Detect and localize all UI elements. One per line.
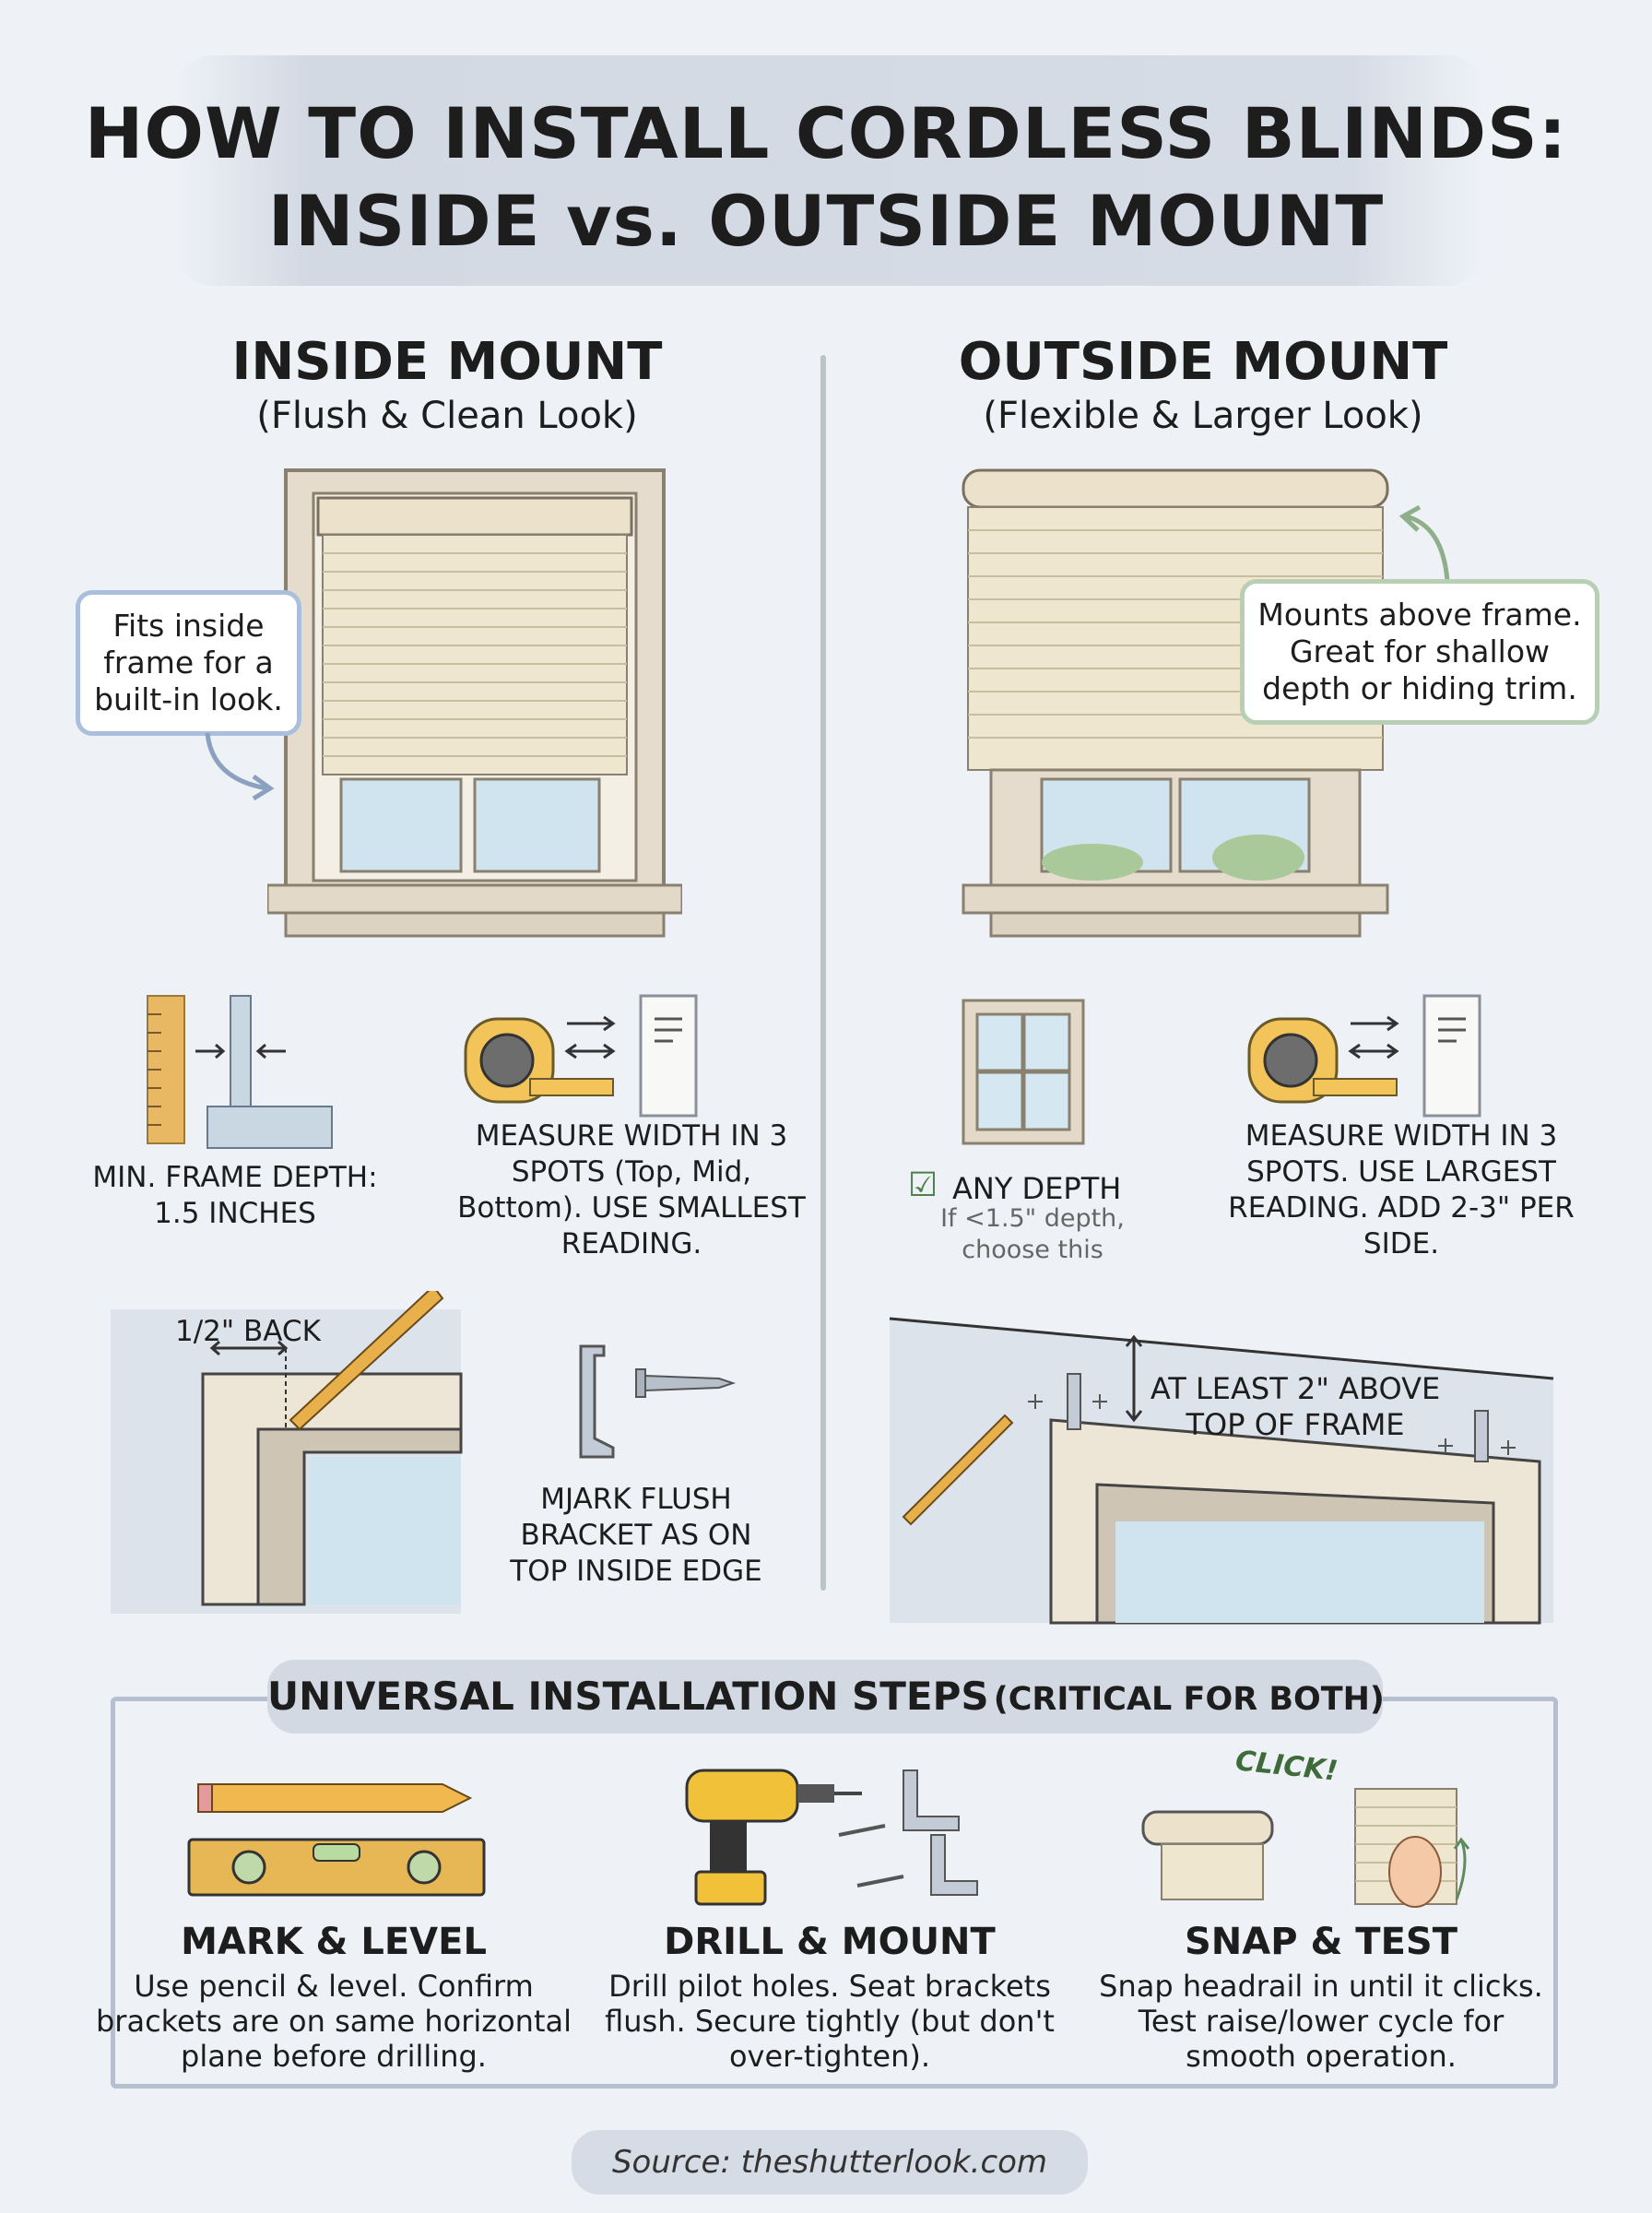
page-title-line1: HOW TO INSTALL CORDLESS BLINDS: — [84, 92, 1568, 174]
drill-icon — [685, 1769, 978, 1906]
headrail-click-icon — [1141, 1788, 1470, 1908]
small-window-icon — [962, 999, 1085, 1145]
universal-title-main: UNIVERSAL INSTALLATION STEPS — [267, 1674, 989, 1719]
universal-steps-band — [267, 1660, 1383, 1734]
inside-callout: Fits inside frame for a built-in look. — [76, 590, 301, 736]
tape-measure-notebook-icon — [1247, 994, 1481, 1118]
pencil-level-icon — [187, 1783, 486, 1897]
step-2-text: Drill pilot holes. Seat brackets flush. … — [605, 1969, 1055, 2074]
tape-measure-notebook-icon — [464, 994, 698, 1118]
step-1-heading: MARK & LEVEL — [181, 1921, 487, 1963]
curved-arrow-icon — [205, 732, 275, 801]
above-label: AT LEAST 2" ABOVE TOP OF FRAME — [1150, 1371, 1441, 1442]
bracket-label: MJARK FLUSH BRACKET AS ON TOP INSIDE EDG… — [510, 1483, 762, 1588]
outside-heading: OUTSIDE MOUNT — [958, 332, 1448, 392]
ruler-square-icon — [147, 995, 333, 1149]
source-credit: Source: theshutterlook.com — [611, 2144, 1048, 2181]
outside-subheading: (Flexible & Larger Look) — [983, 395, 1423, 437]
inside-heading: INSIDE MOUNT — [231, 332, 663, 392]
step-1-text: Use pencil & level. Confirm brackets are… — [95, 1969, 572, 2074]
step-3-heading: SNAP & TEST — [1185, 1921, 1457, 1963]
inside-subheading: (Flush & Clean Look) — [256, 395, 638, 437]
page-title-line2: INSIDE vs. OUTSIDE MOUNT — [267, 180, 1385, 262]
outside-measure-label: MEASURE WIDTH IN 3 SPOTS. USE LARGEST RE… — [1228, 1119, 1575, 1260]
curved-arrow-up-icon — [1398, 504, 1450, 582]
title-band — [175, 55, 1484, 286]
inside-measure-label: MEASURE WIDTH IN 3 SPOTS (Top, Mid, Bott… — [457, 1119, 806, 1260]
outside-callout: Mounts above frame. Great for shallow de… — [1240, 579, 1599, 725]
step-3-text: Snap headrail in until it clicks. Test r… — [1099, 1969, 1543, 2074]
back-label: 1/2" BACK — [175, 1315, 321, 1348]
inside-depth-label: MIN. FRAME DEPTH: 1.5 INCHES — [92, 1161, 378, 1230]
inside-mount-window-illustration — [267, 468, 682, 938]
inside-bracket-mark-illustration — [111, 1291, 463, 1614]
step-2-heading: DRILL & MOUNT — [664, 1921, 996, 1963]
checkmark-icon: ☑ — [908, 1166, 938, 1204]
universal-title-suffix: (CRITICAL FOR BOTH) — [993, 1681, 1385, 1718]
outside-bracket-mark-illustration — [889, 1317, 1554, 1625]
column-divider — [820, 355, 826, 1591]
universal-title: UNIVERSAL INSTALLATION STEPS (CRITICAL F… — [267, 1674, 1385, 1719]
outside-depth-label: ANY DEPTH — [952, 1171, 1122, 1206]
outside-depth-note: If <1.5" depth, choose this — [940, 1204, 1125, 1264]
source-band — [572, 2130, 1088, 2195]
bracket-screw-icon — [579, 1344, 737, 1459]
